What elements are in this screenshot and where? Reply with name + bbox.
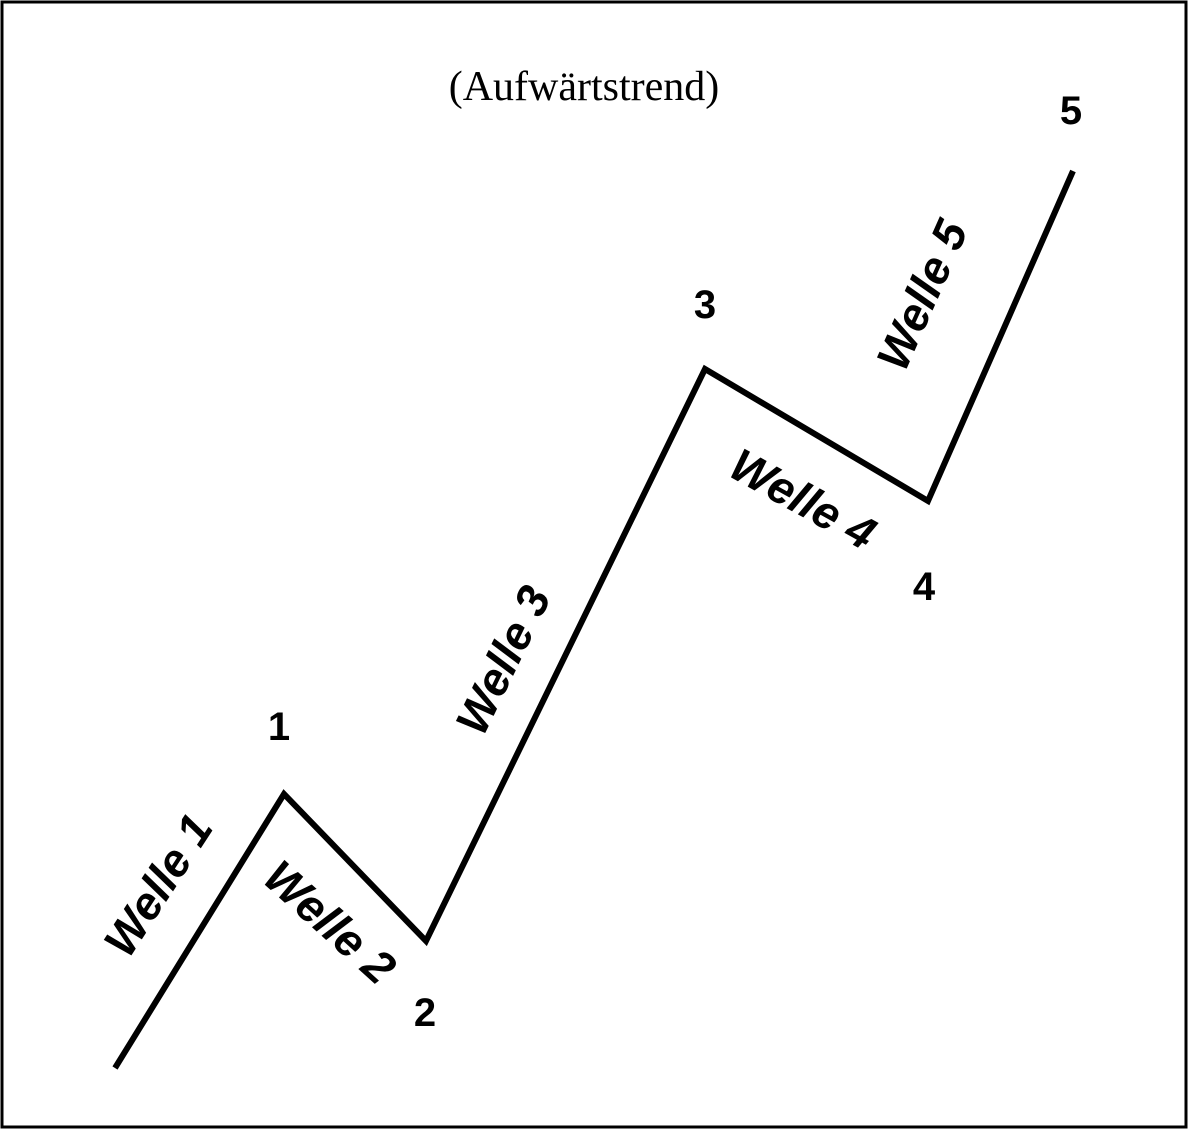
wave-path-line	[112, 169, 1076, 1070]
point-label-4: 4	[913, 565, 936, 609]
wave-label-5: Welle 5	[866, 211, 978, 377]
wave-label-2: Welle 2	[254, 850, 406, 994]
wave-label-1: Welle 1	[93, 805, 222, 966]
wave-label-4: Welle 4	[721, 438, 884, 560]
point-label-1: 1	[268, 705, 290, 749]
wave-label-3: Welle 3	[445, 577, 561, 742]
point-label-2: 2	[414, 991, 436, 1035]
point-label-5: 5	[1060, 89, 1082, 133]
point-label-3: 3	[694, 283, 716, 327]
diagram-title: (Aufwärtstrend)	[449, 64, 720, 110]
